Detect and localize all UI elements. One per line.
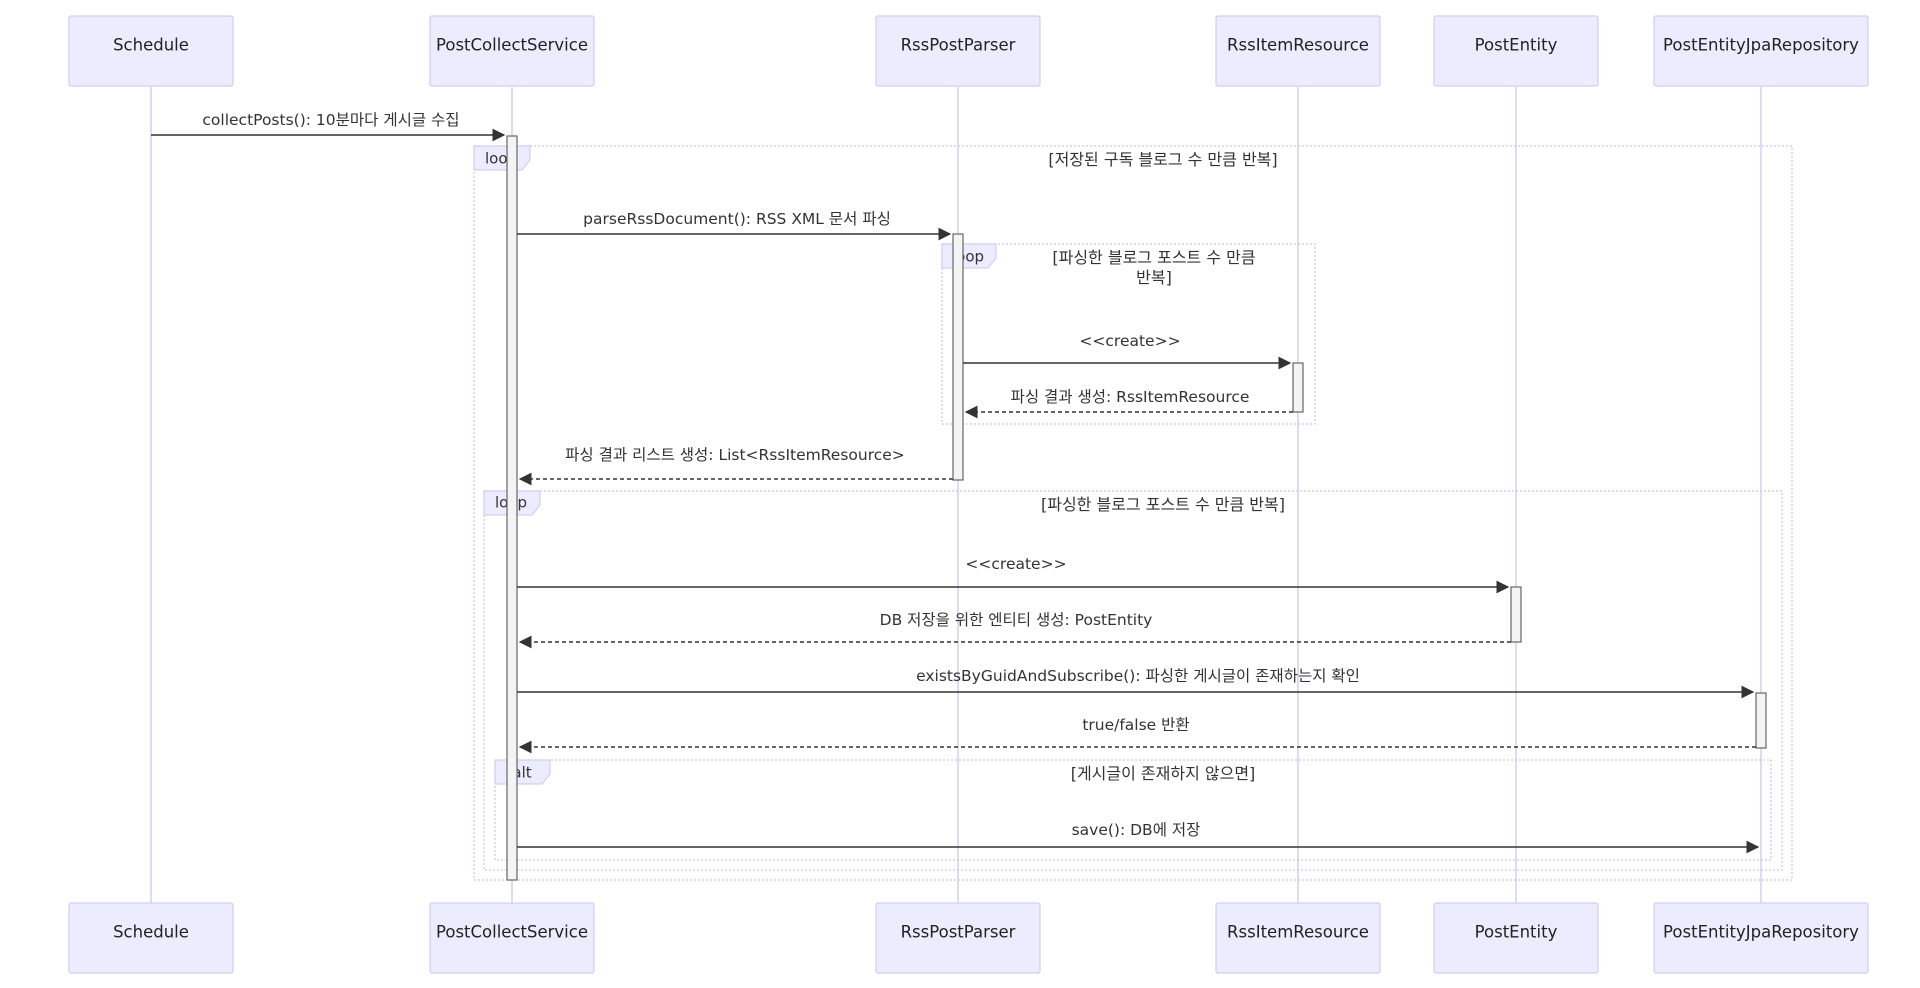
activation-rssitemresource: [1292, 362, 1304, 413]
message-return-list: 파싱 결과 리스트 생성: List<RssItemResource>: [518, 446, 953, 486]
participant-bottom-postcollectservice-label: PostCollectService: [436, 923, 588, 942]
participant-bottom-schedule-label: Schedule: [113, 923, 189, 942]
participant-top-postentity: PostEntity: [1433, 15, 1599, 87]
message-return-boolean-label: true/false 반환: [1082, 716, 1189, 734]
participant-top-rssitemresource: RssItemResource: [1215, 15, 1381, 87]
participant-top-postentityjparepository-label: PostEntityJpaRepository: [1663, 36, 1859, 55]
alt-frame-condition: [게시글이 존재하지 않으면]: [1071, 764, 1256, 783]
participant-top-rsspostparser-label: RssPostParser: [901, 36, 1016, 55]
message-save-label: save(): DB에 저장: [1072, 821, 1201, 839]
participant-bottom-schedule: Schedule: [68, 902, 234, 974]
message-return-rssitemresource: 파싱 결과 생성: RssItemResource: [964, 388, 1293, 419]
participant-bottom-postentity: PostEntity: [1433, 902, 1599, 974]
participant-top-schedule-label: Schedule: [113, 36, 189, 55]
loop-frame-subscribed-blogs-condition: [저장된 구독 블로그 수 만큼 반복]: [1048, 150, 1277, 169]
participant-bottom-postentityjparepository-label: PostEntityJpaRepository: [1663, 923, 1859, 942]
participant-top-postcollectservice-label: PostCollectService: [436, 36, 588, 55]
message-parse-rss-document-label: parseRssDocument(): RSS XML 문서 파싱: [583, 210, 891, 228]
message-collect-posts-label: collectPosts(): 10분마다 게시글 수집: [202, 111, 459, 129]
message-parse-rss-document: parseRssDocument(): RSS XML 문서 파싱: [517, 210, 952, 241]
participant-top-postentity-label: PostEntity: [1475, 36, 1558, 55]
participant-top-rssitemresource-label: RssItemResource: [1227, 36, 1369, 55]
participant-top-postcollectservice: PostCollectService: [429, 15, 595, 87]
activation-postcollectservice: [506, 135, 518, 881]
participant-top-postentityjparepository: PostEntityJpaRepository: [1653, 15, 1869, 87]
message-create-postentity: <<create>>: [517, 555, 1510, 594]
participant-bottom-rssitemresource-label: RssItemResource: [1227, 923, 1369, 942]
participant-top-rsspostparser: RssPostParser: [875, 15, 1041, 87]
message-create-rssitemresource: <<create>>: [963, 332, 1292, 370]
message-collect-posts: collectPosts(): 10분마다 게시글 수집: [151, 111, 506, 142]
message-return-boolean: true/false 반환: [518, 716, 1756, 754]
message-save: save(): DB에 저장: [517, 821, 1760, 854]
loop-frame-parse-posts-condition-line2: 반복]: [1136, 268, 1172, 287]
loop-frame-parse-posts-condition-line1: [파싱한 블로그 포스트 수 만큼: [1052, 248, 1255, 267]
participant-bottom-rssitemresource: RssItemResource: [1215, 902, 1381, 974]
message-return-postentity-label: DB 저장을 위한 엔티티 생성: PostEntity: [880, 611, 1153, 629]
message-exists-check: existsByGuidAndSubscribe(): 파싱한 게시글이 존재하…: [517, 667, 1755, 699]
participant-bottom-rsspostparser-label: RssPostParser: [901, 923, 1016, 942]
activation-postentity: [1510, 586, 1522, 643]
message-return-rssitemresource-label: 파싱 결과 생성: RssItemResource: [1011, 388, 1250, 406]
participant-bottom-postcollectservice: PostCollectService: [429, 902, 595, 974]
message-return-postentity: DB 저장을 위한 엔티티 생성: PostEntity: [518, 611, 1511, 649]
participant-bottom-postentityjparepository: PostEntityJpaRepository: [1653, 902, 1869, 974]
alt-frame-post-not-exists: alt [게시글이 존재하지 않으면]: [494, 759, 1772, 861]
message-create-postentity-label: <<create>>: [965, 555, 1066, 573]
activation-postentityjparepository: [1755, 692, 1767, 749]
loop-frame-save-posts-condition: [파싱한 블로그 포스트 수 만큼 반복]: [1041, 495, 1285, 514]
message-return-list-label: 파싱 결과 리스트 생성: List<RssItemResource>: [565, 446, 905, 464]
activation-rsspostparser: [952, 233, 964, 481]
participant-bottom-rsspostparser: RssPostParser: [875, 902, 1041, 974]
participant-bottom-postentity-label: PostEntity: [1475, 923, 1558, 942]
participant-top-schedule: Schedule: [68, 15, 234, 87]
message-exists-check-label: existsByGuidAndSubscribe(): 파싱한 게시글이 존재하…: [916, 667, 1360, 685]
message-create-rssitemresource-label: <<create>>: [1079, 332, 1180, 350]
